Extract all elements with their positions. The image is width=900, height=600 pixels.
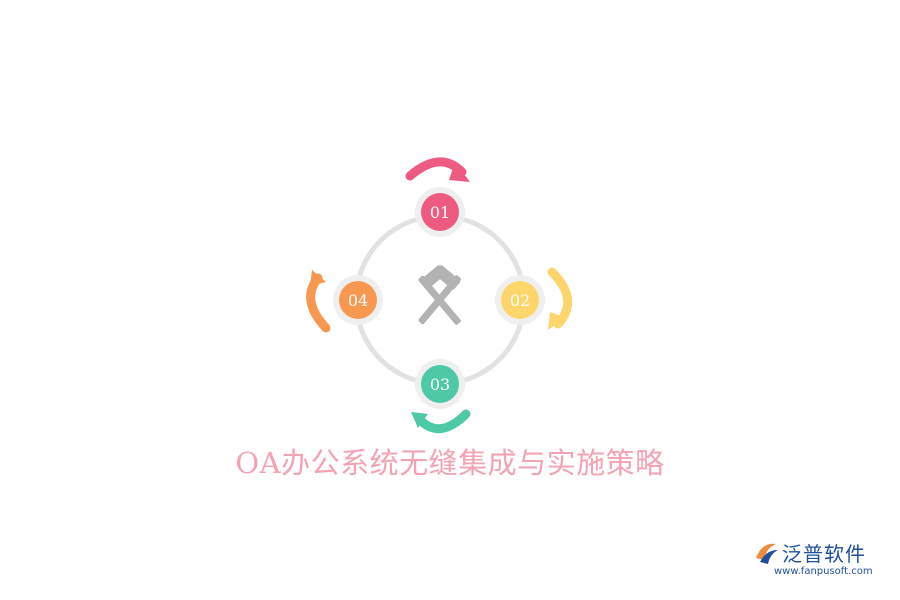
- diagram-title: OA办公系统无缝集成与实施策略: [235, 446, 665, 480]
- node-01-label: 01: [430, 203, 450, 222]
- node-04-label: 04: [348, 291, 368, 310]
- node-02-label: 02: [510, 291, 530, 310]
- brand-name: 泛普软件: [782, 542, 866, 566]
- arrow-right: [547, 267, 573, 330]
- node-02: 02: [495, 275, 545, 325]
- node-04: 04: [333, 275, 383, 325]
- node-03-label: 03: [430, 375, 450, 394]
- arrow-left: [306, 270, 331, 333]
- node-01: 01: [415, 187, 465, 237]
- brand-url: www.fanpusoft.com: [774, 566, 873, 577]
- hammer-wrench-icon: [418, 265, 461, 325]
- fanpu-logo-icon: [756, 543, 778, 564]
- arrow-top: [405, 157, 470, 182]
- node-03: 03: [415, 359, 465, 409]
- arrow-bottom: [411, 409, 471, 434]
- brand-watermark: 泛普软件 www.fanpusoft.com: [740, 536, 890, 586]
